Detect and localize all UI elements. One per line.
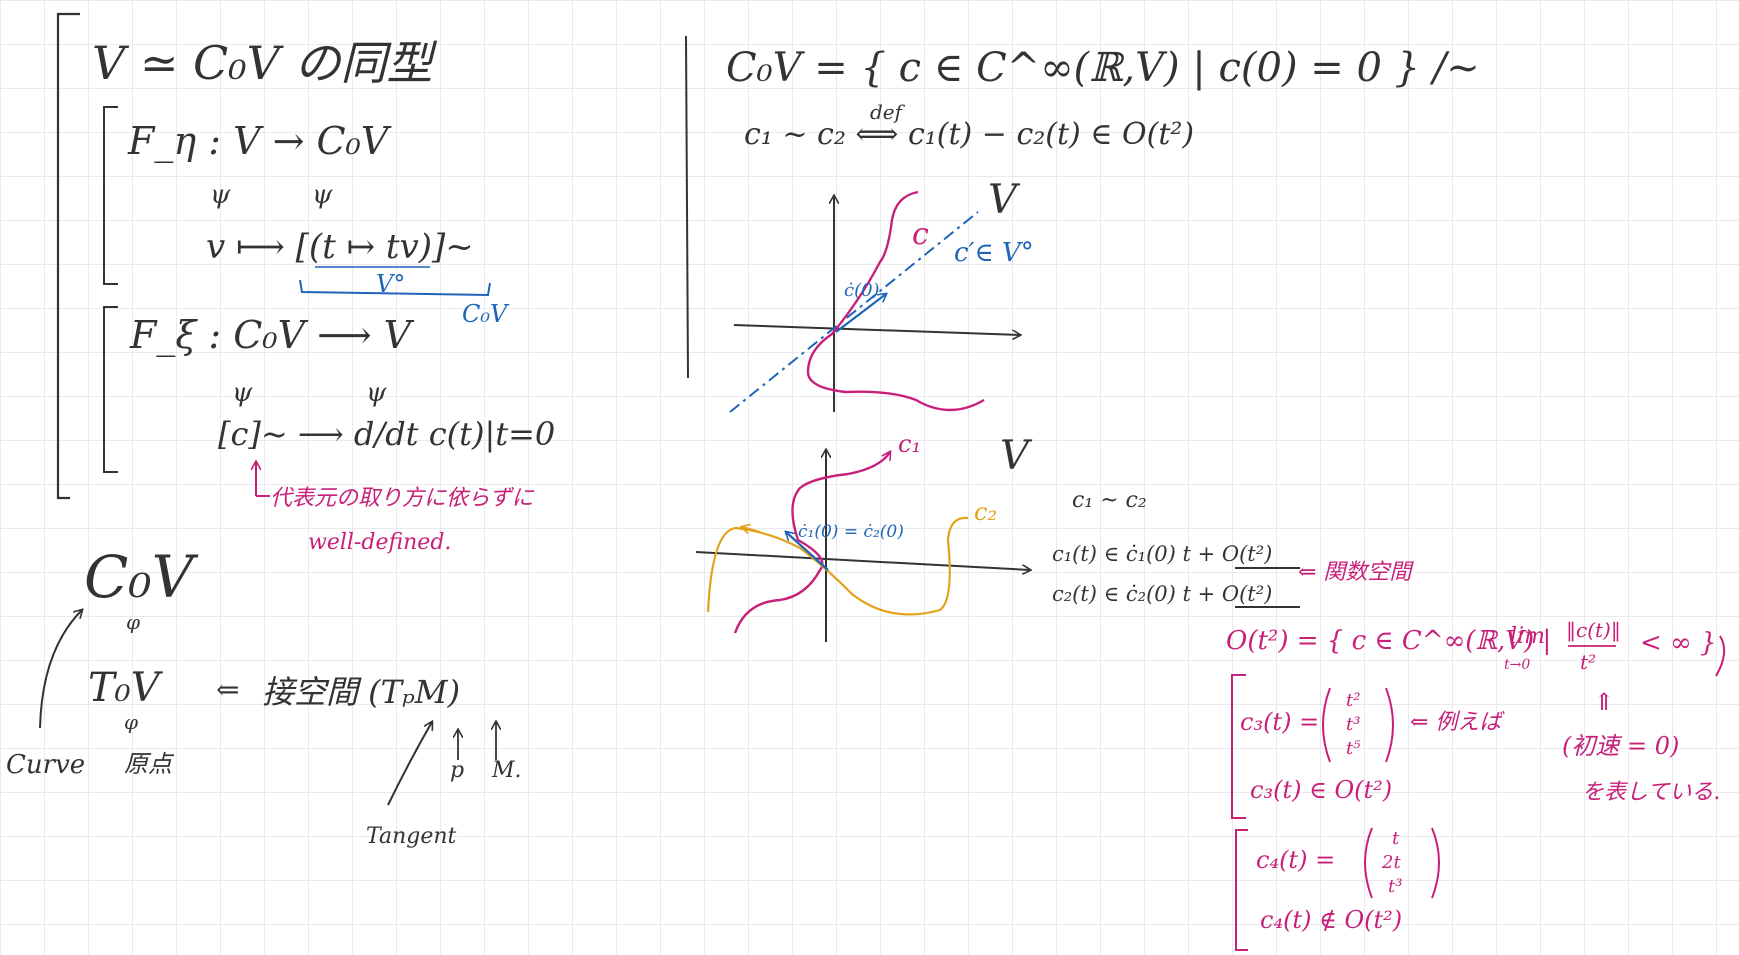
fn-element: v ⟼ [(t ↦ tv)]~ [206, 227, 474, 267]
ex3-vec-0: t² [1346, 690, 1361, 711]
graph1-derivative-vector [835, 294, 886, 333]
ex4-lhs: c₄(t) = [1256, 846, 1336, 874]
ex4-vec-1: 2t [1382, 852, 1401, 873]
graph2-curve-c2 [706, 516, 969, 616]
graph2-orange-arrow [742, 527, 761, 532]
bigo-frac-den: t² [1580, 650, 1597, 674]
fn-map: F_η : V → C₀V [128, 119, 389, 163]
fn-in-2: ψ [312, 180, 333, 210]
c0v-sub: φ [126, 610, 141, 634]
graph2-curve-c1 [733, 452, 890, 634]
wd-note-2: well-defined. [308, 530, 452, 555]
left-outer-bracket [56, 12, 80, 500]
tangent-arrow [387, 722, 432, 806]
wd-note-1: 代表元の取り方に依らずに [270, 486, 534, 511]
rel-line-1: c₁(t) ∈ ċ₁(0) t + O(t²) [1052, 542, 1273, 566]
graph1-x-axis [733, 324, 1020, 335]
ex3-paren-left [1322, 687, 1331, 763]
ex4-nonmember: c₄(t) ∉ O(t²) [1260, 906, 1403, 934]
graph1-curve-c [806, 190, 985, 412]
underbrace-target: C₀V [462, 300, 508, 328]
fn-in-1: ψ [210, 180, 231, 210]
ex3-vec-2: t⁵ [1346, 738, 1361, 759]
ex3-bracket [1231, 674, 1246, 819]
bigo-note-2: を表している. [1582, 780, 1721, 805]
graph1-line-label: c′∈ V° [954, 238, 1034, 268]
bigo-right-bracket [1715, 635, 1726, 677]
fs-element: [c]~ ⟶ d/dt c(t)|t=0 [218, 415, 556, 453]
bigo-def: O(t²) = { c ∈ C^∞(ℝ,V) | [1226, 626, 1552, 656]
ex3-lhs: c₃(t) = [1240, 708, 1320, 736]
graph2-x-axis [695, 551, 1030, 570]
bigo-arrow: ⇑ [1594, 688, 1615, 716]
bigo-tail: < ∞ } [1640, 628, 1717, 658]
tangent-label: Tangent [366, 824, 457, 849]
underbrace-label: V° [376, 270, 406, 298]
ex3-member: c₃(t) ∈ O(t²) [1250, 776, 1393, 804]
ex3-vec-1: t³ [1346, 714, 1361, 735]
graph2-c2-label: c₂ [974, 498, 998, 526]
graph1-deriv-label: ċ(0) [844, 280, 880, 301]
fn-bracket [103, 106, 118, 285]
rel-line-2: c₂(t) ∈ ċ₂(0) t + O(t²) [1052, 582, 1273, 606]
curve-arrow [39, 610, 82, 729]
ex3-paren-right [1385, 687, 1394, 763]
underbrace [299, 279, 491, 297]
left-heading: V ≃ C₀V の同型 [92, 36, 433, 90]
fs-bracket [103, 306, 118, 473]
ex4-bracket [1235, 829, 1248, 951]
c0v-definition: C₀V = { c ∈ C^∞(ℝ,V) | c(0) = 0 } /~ [726, 45, 1480, 91]
tov-expr: T₀V [88, 665, 160, 711]
def-word: def [870, 100, 903, 124]
fs-in-1: ψ [232, 378, 253, 408]
bigo-note-1: (初速 = 0) [1562, 732, 1680, 760]
tov-p: p [450, 758, 465, 783]
fs-map: F_ξ : C₀V ⟶ V [130, 313, 412, 357]
tov-label: 接空間 (TₚM) [262, 673, 461, 711]
tov-sub: φ [124, 710, 139, 734]
equiv-relation: c₁ ~ c₂ ⟺ c₁(t) − c₂(t) ∈ O(t²) [744, 117, 1195, 152]
ex3-note: ⇐ 例えば [1410, 710, 1502, 735]
fs-in-2: ψ [366, 378, 387, 408]
graph-1 [729, 190, 1020, 413]
tov-arrow: ⇐ [216, 673, 240, 706]
ex4-vec-2: t³ [1388, 876, 1403, 897]
rel-note: ⇐ 関数空間 [1298, 560, 1412, 585]
graph2-derivative-vector [786, 532, 829, 571]
tov-m: M. [492, 758, 522, 783]
bigo-frac-num: ‖c(t)‖ [1566, 618, 1621, 642]
curve-label: Curve [6, 750, 86, 780]
ex4-vec-0: t [1392, 828, 1400, 849]
ex4-paren-left [1364, 827, 1373, 899]
graph2-space: V [1000, 433, 1029, 479]
graph1-tangent-line [729, 211, 979, 413]
genten-label: 原点 [124, 750, 172, 778]
graph-2 [695, 450, 1030, 642]
graph2-deriv-label: ċ₁(0) = ċ₂(0) [798, 522, 904, 542]
rel-head: c₁ ~ c₂ [1072, 488, 1147, 513]
c0v-big: C₀V [84, 543, 194, 611]
bigo-lim: lim [1510, 624, 1545, 649]
ex4-paren-right [1431, 827, 1440, 899]
graph1-curve-label: c [912, 217, 929, 252]
graph2-c1-label: c₁ [898, 430, 922, 458]
vertical-divider [685, 35, 689, 379]
bigo-lim-sub: t→0 [1504, 657, 1531, 673]
graph1-space: V [988, 177, 1017, 223]
